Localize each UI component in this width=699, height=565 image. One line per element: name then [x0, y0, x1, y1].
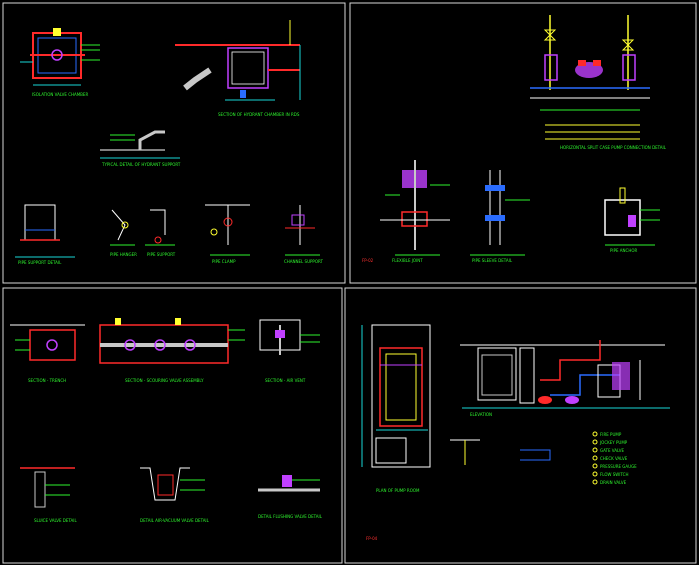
detail-pump-connection [530, 15, 650, 140]
detail-scouring-valve [99, 318, 245, 364]
legend-item: FIRE PUMP [600, 432, 622, 437]
title-section-trench: SECTION - TRENCH [28, 378, 67, 383]
detail-isolation-valve-chamber [20, 28, 100, 86]
title-isolation-valve-chamber: ISOLATION VALVE CHAMBER [32, 92, 89, 97]
detail-flushing-valve [258, 475, 320, 492]
legend-item: GATE VALVE [600, 448, 625, 453]
sheet-frame-top-left [2, 2, 346, 284]
detail-flexible-joint [380, 160, 450, 256]
title-pipe-anchor: PIPE ANCHOR [610, 248, 638, 253]
title-pipe-support-detail: PIPE SUPPORT DETAIL [18, 260, 62, 265]
detail-hydrant-support [100, 130, 180, 159]
detail-pipe-sleeve [470, 170, 530, 256]
sheet-frame-top-right [349, 2, 697, 284]
title-pipe-hanger: PIPE HANGER [110, 252, 137, 257]
title-sluice-valve: SLUICE VALVE DETAIL [34, 518, 77, 523]
title-elevation: ELEVATION [470, 412, 492, 417]
legend-item: DRAIN VALVE [600, 480, 627, 485]
title-channel-support: CHANNEL SUPPORT [284, 259, 323, 264]
title-hydrant-support: TYPICAL DETAIL OF HYDRANT SUPPORT [102, 162, 181, 167]
legend-item: JOCKEY PUMP [600, 440, 628, 445]
title-pump-connection: HORIZONTAL SPLIT CASE PUMP CONNECTION DE… [560, 145, 666, 150]
title-flexible-joint: FLEXIBLE JOINT [392, 258, 423, 263]
detail-air-vent [259, 319, 320, 355]
sheet-number-top-right: FP-02 [362, 258, 374, 263]
detail-pump-room-small [450, 439, 551, 465]
legend-item: CHECK VALVE [600, 456, 628, 461]
detail-hydrant-chamber [175, 20, 301, 101]
legend-item: FLOW SWITCH [600, 472, 629, 477]
detail-pump-room-plan [361, 324, 431, 468]
legend-item: PRESSURE GAUGE [600, 464, 637, 469]
title-air-vent: SECTION - AIR VENT [265, 378, 306, 383]
detail-pipe-anchor [604, 187, 660, 246]
title-pipe-support: PIPE SUPPORT [147, 252, 176, 257]
title-pipe-clamp: PIPE CLAMP [212, 259, 236, 264]
sheet-frame-bottom-right [344, 287, 697, 564]
title-scouring-valve: SECTION - SCOURING VALVE ASSEMBLY [125, 378, 204, 383]
title-pipe-sleeve: PIPE SLEEVE DETAIL [472, 258, 513, 263]
legend-symbols [592, 431, 598, 485]
detail-pipe-supports-row [15, 204, 320, 258]
detail-pump-room-elevation [460, 340, 670, 409]
title-flushing-valve: DETAIL FLUSHING VALVE DETAIL [258, 514, 322, 519]
title-air-vacuum-valve: DETAIL AIR-VACUUM VALVE DETAIL [140, 518, 209, 523]
detail-trench [10, 324, 85, 361]
detail-sluice-valve [20, 467, 75, 508]
title-pump-room-plan: PLAN OF PUMP ROOM [376, 488, 420, 493]
sheet-number-bottom-right: FP-04 [366, 536, 378, 541]
title-hydrant-chamber: SECTION OF HYDRANT CHAMBER IN RDS [218, 112, 300, 117]
detail-air-vacuum-valve [140, 467, 205, 501]
sheet-frame-bottom-left [2, 287, 343, 564]
